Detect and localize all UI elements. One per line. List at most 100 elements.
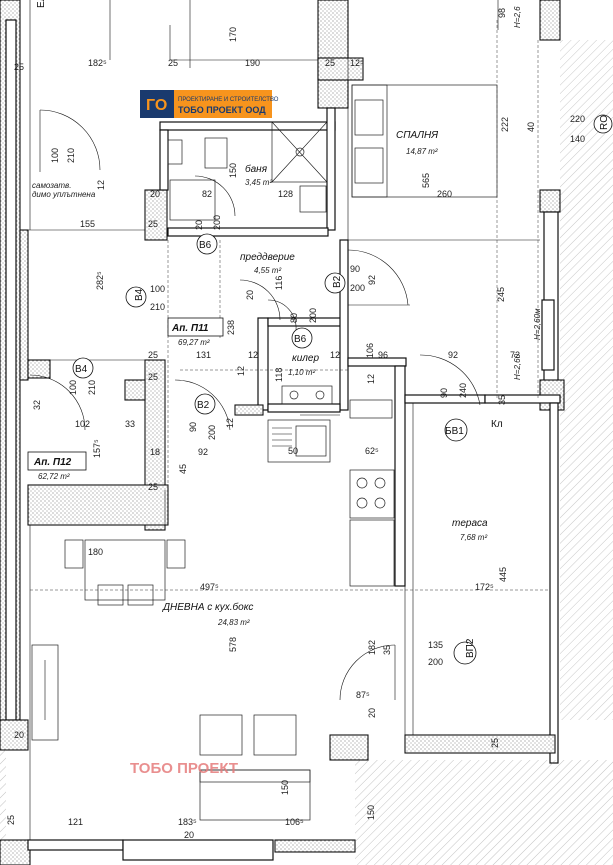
dim-living-135: 135 bbox=[428, 640, 443, 650]
dim-b2-62: 62⁵ bbox=[365, 446, 379, 456]
notes: самозатв. димо уплътнена H=2,60м H=2,6 H… bbox=[32, 0, 542, 430]
dim-kiler-238: 238 bbox=[226, 320, 236, 335]
dim-bath-82: 82 bbox=[202, 189, 212, 199]
logo-line1: ПРОЕКТИРАНЕ И СТРОИТЕЛСТВО bbox=[178, 97, 279, 103]
dim-bath-20: 20 bbox=[150, 189, 160, 199]
dim-bottom-106: 106⁵ bbox=[285, 817, 304, 827]
dim-living-20: 20 bbox=[367, 708, 377, 718]
dim-bottom-183: 183⁵ bbox=[178, 817, 197, 827]
dim-b2-12: 12 bbox=[225, 418, 235, 428]
dim-kiler-200: 200 bbox=[308, 308, 318, 323]
door-tag-bv1: БВ1 bbox=[445, 426, 464, 437]
note-self-close-1: самозатв. bbox=[32, 181, 71, 190]
dim-kiler-12a: 12 bbox=[248, 350, 258, 360]
svg-text:ГО: ГО bbox=[146, 97, 167, 114]
dim-living-578: 578 bbox=[228, 637, 238, 652]
dim-terrace-240: 240 bbox=[458, 383, 468, 398]
dim-left-100b: 100 bbox=[150, 284, 165, 294]
dim-bed-260: 260 bbox=[437, 189, 452, 199]
hall-name: преддверие bbox=[240, 252, 295, 263]
note-height-1: H=2,60м bbox=[533, 308, 542, 340]
dim-top-170: 170 bbox=[228, 27, 238, 42]
dim-kiler-12c: 12 bbox=[236, 366, 246, 376]
watermark: ТОБО ПРОЕКТ bbox=[130, 760, 238, 777]
dim-living-172: 172⁵ bbox=[475, 582, 494, 592]
dim-left-100a: 100 bbox=[50, 148, 60, 163]
bathroom-area: 3,45 m² bbox=[245, 178, 272, 187]
door-tag-ro: RO bbox=[599, 115, 610, 130]
note-kl: Кл bbox=[491, 419, 503, 430]
dim-right-220: 220 bbox=[570, 114, 585, 124]
dim-b2-90: 90 bbox=[188, 422, 198, 432]
dim-terrace-90: 90 bbox=[439, 388, 449, 398]
dim-terrace-35: 35 bbox=[497, 395, 507, 405]
dim-bottom-150a: 150 bbox=[280, 780, 290, 795]
storage-area: 1,10 m² bbox=[288, 368, 315, 377]
dim-kiler-118: 118 bbox=[274, 368, 284, 382]
room-labels: СПАЛНЯ 14,87 m² баня 3,45 m² преддверие … bbox=[162, 130, 488, 627]
dim-living-182: 182 bbox=[367, 640, 377, 655]
dim-left2-210: 210 bbox=[87, 380, 97, 395]
apartment-p12-name: Ап. П12 bbox=[33, 457, 72, 468]
dim-left-25: 25 bbox=[14, 62, 24, 72]
dim-bottom-121: 121 bbox=[68, 817, 83, 827]
dim-bottom-150b: 150 bbox=[366, 805, 376, 820]
door-swings bbox=[29, 109, 481, 701]
door-tag-b6-mid: B6 bbox=[294, 334, 307, 345]
dim-left2-32: 32 bbox=[32, 400, 42, 410]
bathroom-name: баня bbox=[245, 163, 268, 175]
terrace-area: 7,68 m² bbox=[460, 533, 487, 542]
dim-door-200: 200 bbox=[212, 215, 222, 230]
dim-bath-128: 128 bbox=[278, 189, 293, 199]
dim-left2-100: 100 bbox=[68, 380, 78, 395]
dashed-guides bbox=[30, 20, 550, 591]
door-tag-b2-low: B2 bbox=[197, 400, 210, 411]
dim-right-98: 98 bbox=[497, 8, 507, 18]
dimension-labels: 182⁵ 25 190 25 12⁵ 170 222 565 260 40 22… bbox=[6, 8, 585, 840]
dim-left2-25b: 25 bbox=[148, 482, 158, 492]
hall-area: 4,55 m² bbox=[254, 266, 281, 275]
dim-hall-116: 116 bbox=[274, 276, 284, 290]
dim-left-155: 155 bbox=[80, 219, 95, 229]
dim-kiler-25: 25 bbox=[148, 350, 158, 360]
dim-left-25a: 25 bbox=[148, 219, 158, 229]
storage-name: килер bbox=[292, 353, 319, 364]
living-name: ДНЕВНА с кух.бокс bbox=[162, 601, 253, 613]
dim-left-282: 282⁵ bbox=[95, 271, 105, 290]
dim-top-25a: 25 bbox=[168, 58, 178, 68]
dim-top-25b: 25 bbox=[325, 58, 335, 68]
bedroom-name: СПАЛНЯ bbox=[396, 130, 438, 141]
dim-top-190: 190 bbox=[245, 58, 260, 68]
dim-terrace-12: 12 bbox=[366, 374, 376, 384]
terrace-name: тераса bbox=[452, 518, 488, 529]
dim-b2-50: 50 bbox=[288, 446, 298, 456]
dim-kiler-80: 80 bbox=[289, 313, 299, 323]
dim-left2-25a: 25 bbox=[148, 372, 158, 382]
apartment-p11-area: 69,27 m² bbox=[178, 338, 210, 347]
dim-living-497: 497⁵ bbox=[200, 582, 219, 592]
door-tag-b6-top: B6 bbox=[199, 240, 212, 251]
dim-living-35: 35 bbox=[382, 645, 392, 655]
dim-right-140: 140 bbox=[570, 134, 585, 144]
dim-left-210b: 210 bbox=[150, 302, 165, 312]
living-area: 24,83 m² bbox=[217, 618, 250, 627]
dim-living-200: 200 bbox=[428, 657, 443, 667]
dim-living-180: 180 bbox=[88, 547, 103, 557]
dim-bottom-25: 25 bbox=[6, 815, 16, 825]
apartment-p12-area: 62,72 m² bbox=[38, 472, 70, 481]
dim-left-20: 20 bbox=[14, 730, 24, 740]
note-el: Ел bbox=[36, 0, 47, 8]
dim-bath-150: 150 bbox=[228, 163, 238, 178]
furniture bbox=[31, 84, 498, 821]
dim-left2-18: 18 bbox=[150, 447, 160, 457]
dim-left2-33: 33 bbox=[125, 419, 135, 429]
door-tags: B6 B6 B4 B4 B2 B2 БВ1 ВП2 RO bbox=[72, 114, 613, 665]
dim-bed-40: 40 bbox=[526, 122, 536, 132]
dim-hall-90: 90 bbox=[350, 264, 360, 274]
note-height-2: H=2,6 bbox=[513, 6, 522, 28]
bedroom-area: 14,87 m² bbox=[406, 147, 438, 156]
apartment-p11-name: Ап. П11 bbox=[171, 323, 209, 334]
dim-bath-12: 12 bbox=[96, 180, 106, 190]
dim-b2-45: 45 bbox=[178, 464, 188, 474]
